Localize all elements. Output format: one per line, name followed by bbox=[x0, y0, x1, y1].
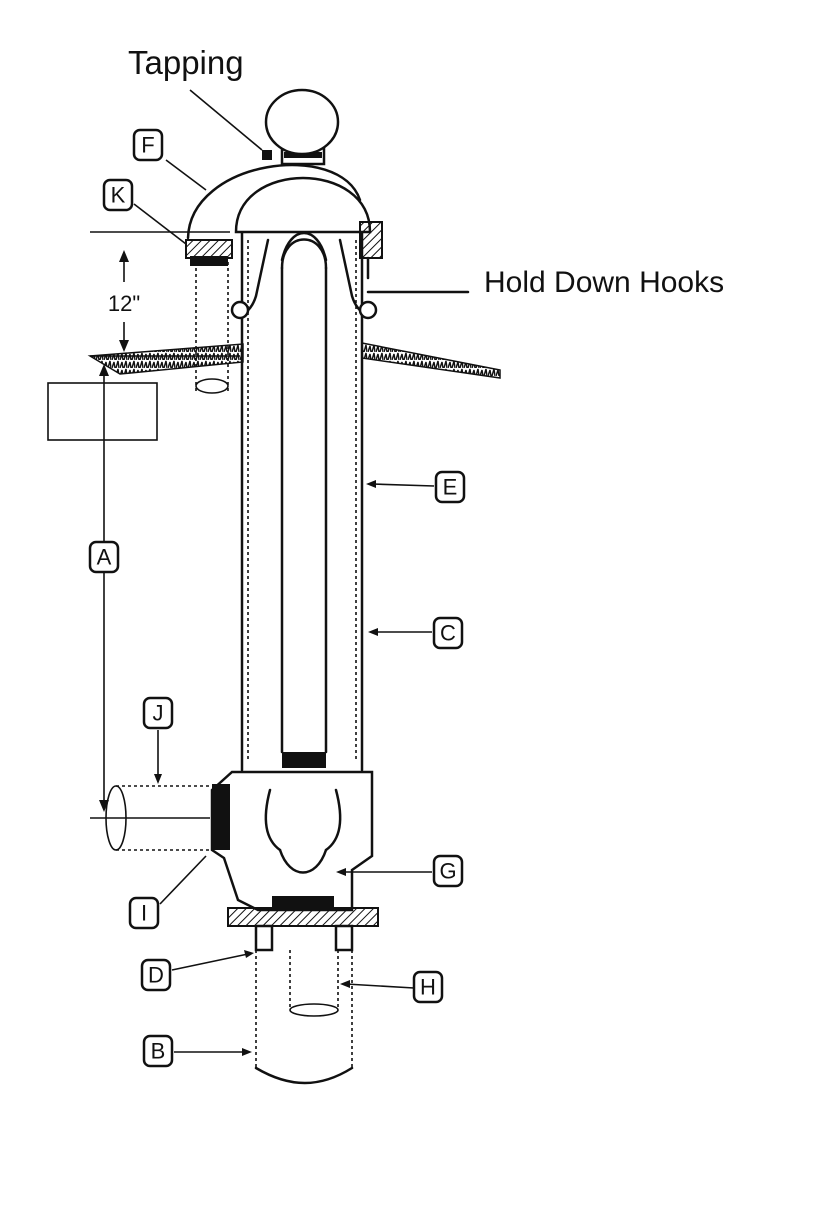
leader-f bbox=[165, 159, 207, 191]
leader-h-arrow bbox=[340, 980, 350, 988]
dimension-arrowhead-up bbox=[119, 250, 129, 262]
leader-j-arrow bbox=[154, 774, 162, 784]
callout-b: B bbox=[142, 1034, 174, 1068]
drain-pipe bbox=[195, 262, 229, 392]
hook-eye-left bbox=[230, 300, 250, 320]
drain-fitting bbox=[185, 239, 233, 259]
hook-eye-right bbox=[358, 300, 378, 320]
leader-tapping bbox=[189, 89, 263, 151]
supply-pipe bbox=[255, 950, 353, 1068]
shoe-flange bbox=[227, 907, 379, 927]
tapping-plug bbox=[262, 150, 272, 160]
dimension-arrowhead-down bbox=[119, 340, 129, 352]
hold-down-hooks-label: Hold Down Hooks bbox=[484, 266, 725, 299]
leader-h bbox=[345, 983, 415, 989]
valve-band bbox=[272, 896, 334, 908]
side-nozzle bbox=[359, 221, 383, 259]
stub-right bbox=[334, 924, 354, 952]
inlet-coupling bbox=[212, 784, 230, 850]
svg-text:J: J bbox=[153, 701, 164, 726]
dimension-label: 12" bbox=[108, 291, 140, 316]
callout-j: J bbox=[142, 696, 174, 730]
bonnet-dome bbox=[234, 176, 372, 234]
svg-text:K: K bbox=[111, 183, 126, 208]
drain-fitting-band bbox=[190, 256, 228, 266]
svg-text:D: D bbox=[148, 963, 164, 988]
ground-left bbox=[87, 343, 244, 375]
callout-k: K bbox=[102, 178, 134, 212]
leader-e bbox=[371, 483, 435, 487]
leader-i bbox=[159, 855, 207, 905]
svg-text:B: B bbox=[151, 1039, 166, 1064]
leader-e-arrow bbox=[366, 480, 376, 488]
bonnet-cap-outer bbox=[186, 163, 362, 240]
shoe-inner bbox=[264, 788, 342, 852]
callout-i: I bbox=[128, 896, 160, 930]
inner-pipe bbox=[289, 950, 339, 1010]
leader-d-arrow bbox=[244, 950, 254, 958]
leader-b-arrow bbox=[242, 1048, 252, 1056]
callout-g: G bbox=[432, 854, 464, 888]
stem-rod bbox=[280, 266, 328, 754]
svg-text:A: A bbox=[97, 545, 112, 570]
drain-pipe-end bbox=[195, 378, 229, 394]
svg-text:C: C bbox=[440, 621, 456, 646]
callout-c: C bbox=[432, 616, 464, 650]
svg-text:G: G bbox=[439, 859, 456, 884]
callout-e: E bbox=[434, 470, 466, 504]
inner-pipe-end bbox=[289, 1003, 339, 1017]
svg-text:F: F bbox=[141, 133, 154, 158]
callout-d: D bbox=[140, 958, 172, 992]
barrel-inner-dash bbox=[247, 240, 357, 760]
ground-right bbox=[361, 342, 501, 379]
svg-text:H: H bbox=[420, 975, 436, 1000]
shoe-cavity bbox=[278, 848, 328, 874]
svg-text:I: I bbox=[141, 901, 147, 926]
callout-h: H bbox=[412, 970, 444, 1004]
callout-f: F bbox=[132, 128, 164, 162]
leader-g-arrow bbox=[336, 868, 346, 876]
lateral-pipe bbox=[116, 785, 212, 851]
tapping-label: Tapping bbox=[128, 44, 244, 81]
svg-text:E: E bbox=[443, 475, 458, 500]
blank-box bbox=[47, 382, 158, 441]
barrel-outer bbox=[240, 228, 364, 772]
stem-band bbox=[282, 752, 326, 768]
callout-a: A bbox=[88, 540, 120, 574]
operating-nut bbox=[264, 88, 340, 156]
hook-clip bbox=[280, 231, 328, 262]
leader-c-arrow bbox=[368, 628, 378, 636]
leader-k bbox=[133, 203, 187, 245]
bury-depth-arrow-top bbox=[99, 364, 109, 376]
supply-pipe-bottom bbox=[254, 1066, 354, 1085]
shoe-body bbox=[210, 770, 374, 912]
leader-d bbox=[171, 953, 249, 971]
stub-left bbox=[254, 924, 274, 952]
